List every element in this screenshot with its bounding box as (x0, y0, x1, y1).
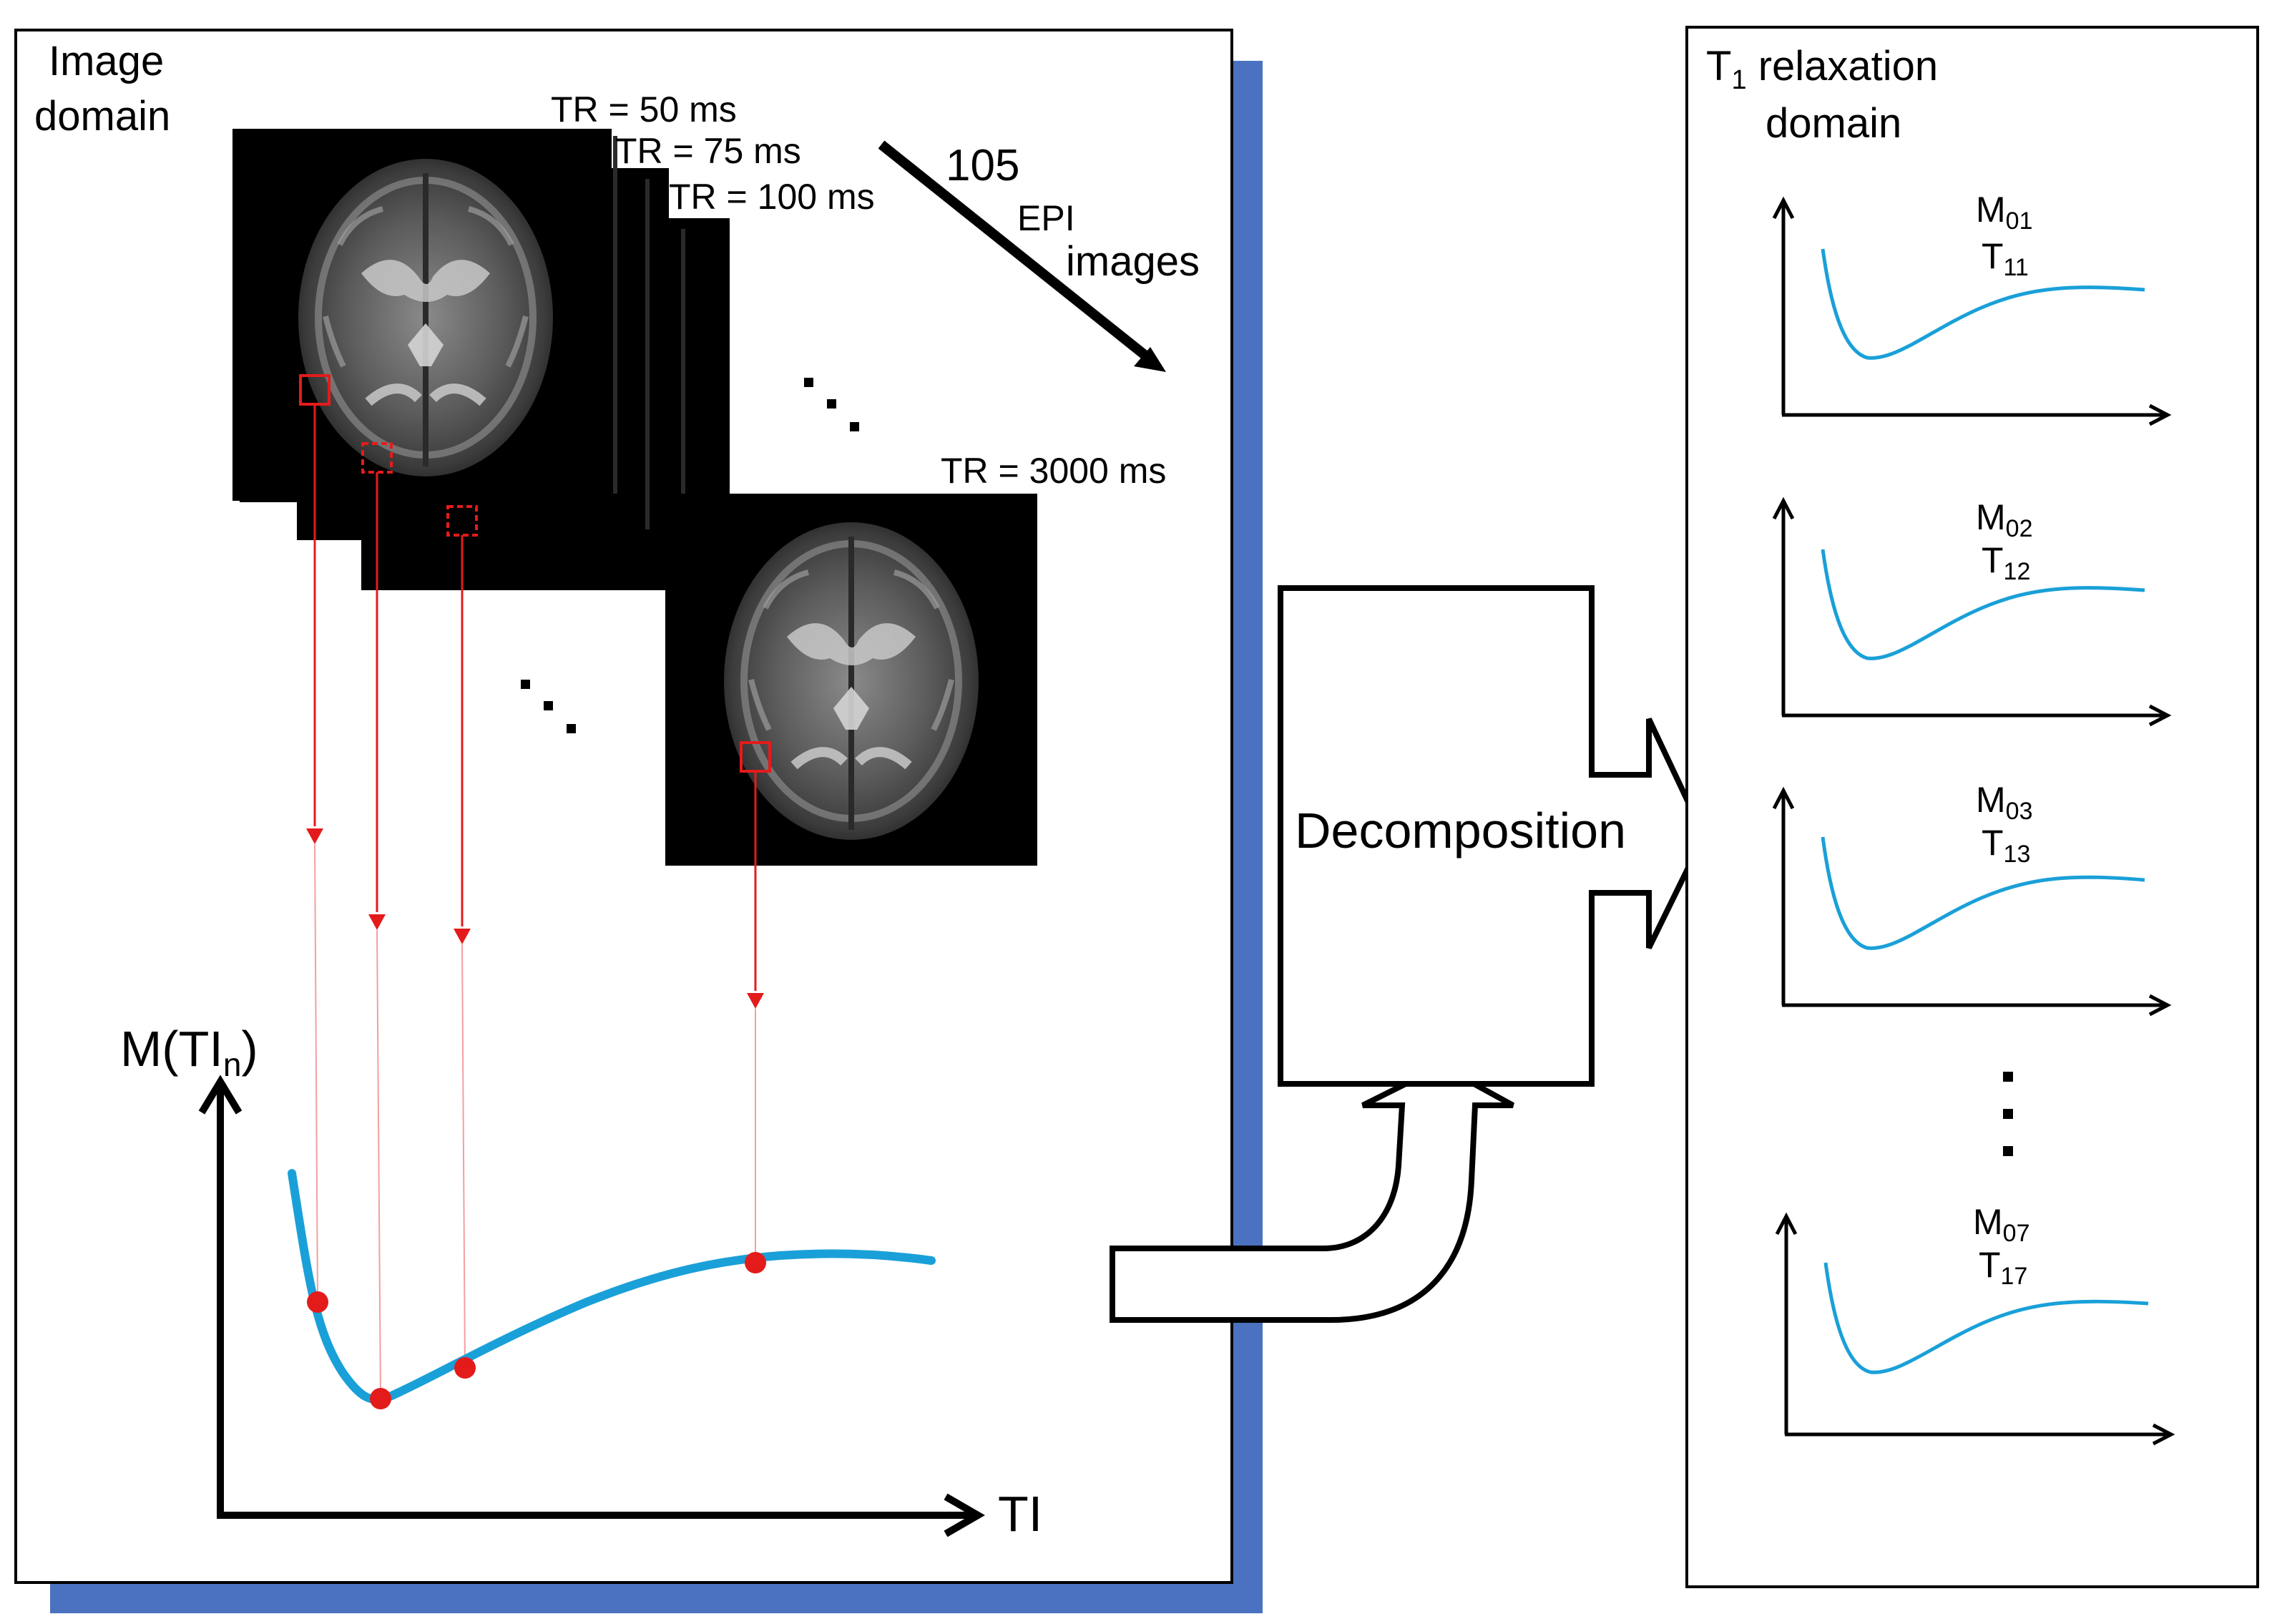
tr-label-50: TR = 50 ms (551, 89, 737, 129)
image-domain-title-line2: domain (34, 93, 170, 140)
images-word: images (1066, 238, 1200, 285)
projection-arrowheads (306, 828, 764, 1009)
decomposition-block: Decomposition (1110, 585, 1708, 1323)
component-curve-1 (1821, 248, 2145, 360)
component-curve-3 (1821, 836, 2145, 950)
component-plot-1: M01 T11 (1772, 190, 2172, 426)
signal-point-4 (745, 1252, 766, 1273)
component-plot-3: M03 T13 (1772, 780, 2172, 1017)
component-curve-4 (1823, 1262, 2149, 1374)
ellipsis-dots-upper (804, 378, 859, 431)
tr-label-75: TR = 75 ms (615, 131, 801, 171)
epi-word: EPI (1017, 198, 1075, 238)
component-t-label-3: T13 (1982, 823, 2030, 868)
image-domain-title-line1: Image (49, 38, 164, 84)
signal-plot-x-arrowhead (944, 1493, 985, 1537)
curved-input-arrow (1110, 1062, 1514, 1323)
signal-point-1 (307, 1291, 328, 1313)
signal-plot-y-arrowhead (198, 1075, 243, 1115)
projection-lines (313, 404, 757, 991)
voxel-square-3 (446, 505, 478, 537)
component-curve-2 (1821, 549, 2145, 660)
stack-direction-arrowhead (1134, 347, 1166, 372)
vertical-ellipsis (2003, 1072, 2013, 1156)
mri-image-tr50 (240, 130, 612, 502)
signal-plot: M(TIn) TI (120, 1021, 1042, 1542)
projection-lines-faint (314, 843, 756, 1399)
component-t-label-2: T12 (1982, 540, 2030, 585)
epi-count: 105 (946, 141, 1019, 190)
relaxation-domain-panel (1685, 26, 2259, 1588)
component-m-label-4: M07 (1973, 1202, 2029, 1247)
component-m-label-2: M02 (1976, 497, 2032, 542)
component-m-label-1: M01 (1976, 190, 2032, 235)
relaxation-domain-title-line2: domain (1766, 100, 1901, 147)
relaxation-domain-title-line1: T1 relaxation (1706, 43, 1938, 95)
component-plot-4: M07 T17 (1775, 1202, 2175, 1446)
component-plot-2: M02 T12 (1772, 497, 2172, 727)
decomposition-label: Decomposition (1295, 803, 1626, 859)
tr-label-3000: TR = 3000 ms (941, 451, 1166, 491)
y-axis-label: M(TIn) (120, 1021, 258, 1083)
voxel-square-2 (361, 442, 393, 474)
decomposition-arrow (1278, 585, 1708, 1087)
signal-point-2 (370, 1388, 391, 1409)
ellipsis-dots-lower (521, 680, 576, 733)
tr-label-100: TR = 100 ms (669, 177, 875, 217)
mri-image-tr3000 (665, 494, 1037, 866)
component-t-label-1: T11 (1982, 236, 2029, 281)
component-m-label-3: M03 (1976, 780, 2032, 825)
x-axis-label: TI (998, 1486, 1042, 1542)
signal-curve (288, 1169, 936, 1404)
signal-point-3 (454, 1357, 476, 1379)
component-t-label-4: T17 (1979, 1245, 2027, 1290)
stack-direction-arrow (878, 140, 1152, 362)
mri-stack (232, 129, 1037, 866)
